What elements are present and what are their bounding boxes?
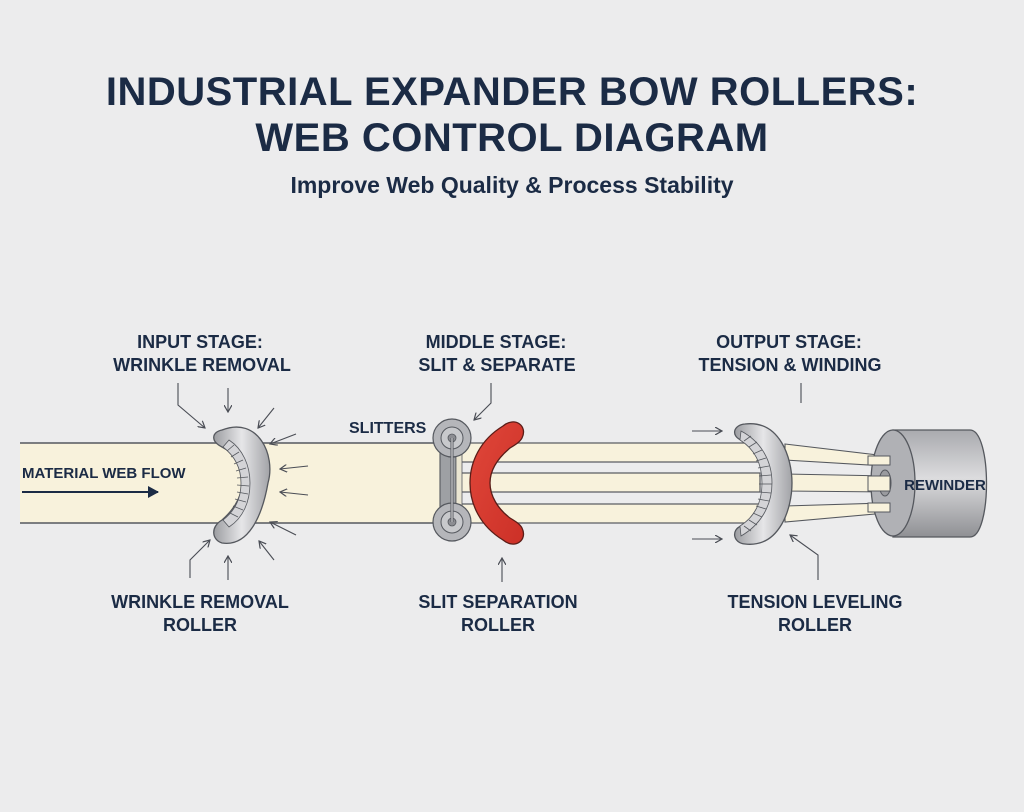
web-flow-label: MATERIAL WEB FLOW	[22, 465, 186, 482]
slit-separation-roller	[469, 421, 525, 545]
roller-segments	[222, 439, 251, 528]
output-stage-label-line2: TENSION & WINDING	[699, 355, 882, 375]
diagram-title-line1: INDUSTRIAL EXPANDER BOW ROLLERS:	[105, 70, 919, 114]
input-stage-label-line2: WRINKLE REMOVAL	[113, 355, 291, 375]
middle-stage-label-line1: MIDDLE STAGE:	[426, 332, 567, 352]
slit-roller-label-line2: ROLLER	[461, 615, 535, 635]
output-stage-label-line1: OUTPUT STAGE:	[716, 332, 862, 352]
stage-labels: INPUT STAGE: WRINKLE REMOVAL MIDDLE STAG…	[113, 332, 881, 375]
slitters-label: SLITTERS	[349, 420, 427, 437]
diagram-title-line2: WEB CONTROL DIAGRAM	[255, 116, 769, 160]
tension-roller-label-line2: ROLLER	[778, 615, 852, 635]
diagram-subtitle: Improve Web Quality & Process Stability	[290, 172, 734, 198]
material-web	[20, 442, 440, 524]
slit-roller-label-line1: SLIT SEPARATION	[418, 592, 577, 612]
roller-labels: WRINKLE REMOVAL ROLLER SLIT SEPARATION R…	[111, 558, 903, 635]
tension-leveling-roller	[734, 423, 793, 545]
rewinder	[867, 429, 988, 538]
force-arrows-input	[177, 383, 309, 580]
rewinder-label: REWINDER	[904, 477, 986, 494]
middle-stage-label-line2: SLIT & SEPARATE	[418, 355, 575, 375]
slitter-assembly	[432, 418, 472, 542]
wrinkle-removal-roller	[213, 426, 271, 544]
wrinkle-roller-label-line2: ROLLER	[163, 615, 237, 635]
input-stage-label-line1: INPUT STAGE:	[137, 332, 263, 352]
slit-strips	[459, 442, 889, 524]
wrinkle-roller-label-line1: WRINKLE REMOVAL	[111, 592, 289, 612]
middle-stage-pointer	[474, 383, 492, 420]
tension-roller-label-line1: TENSION LEVELING	[727, 592, 902, 612]
force-arrows-output	[692, 383, 819, 580]
